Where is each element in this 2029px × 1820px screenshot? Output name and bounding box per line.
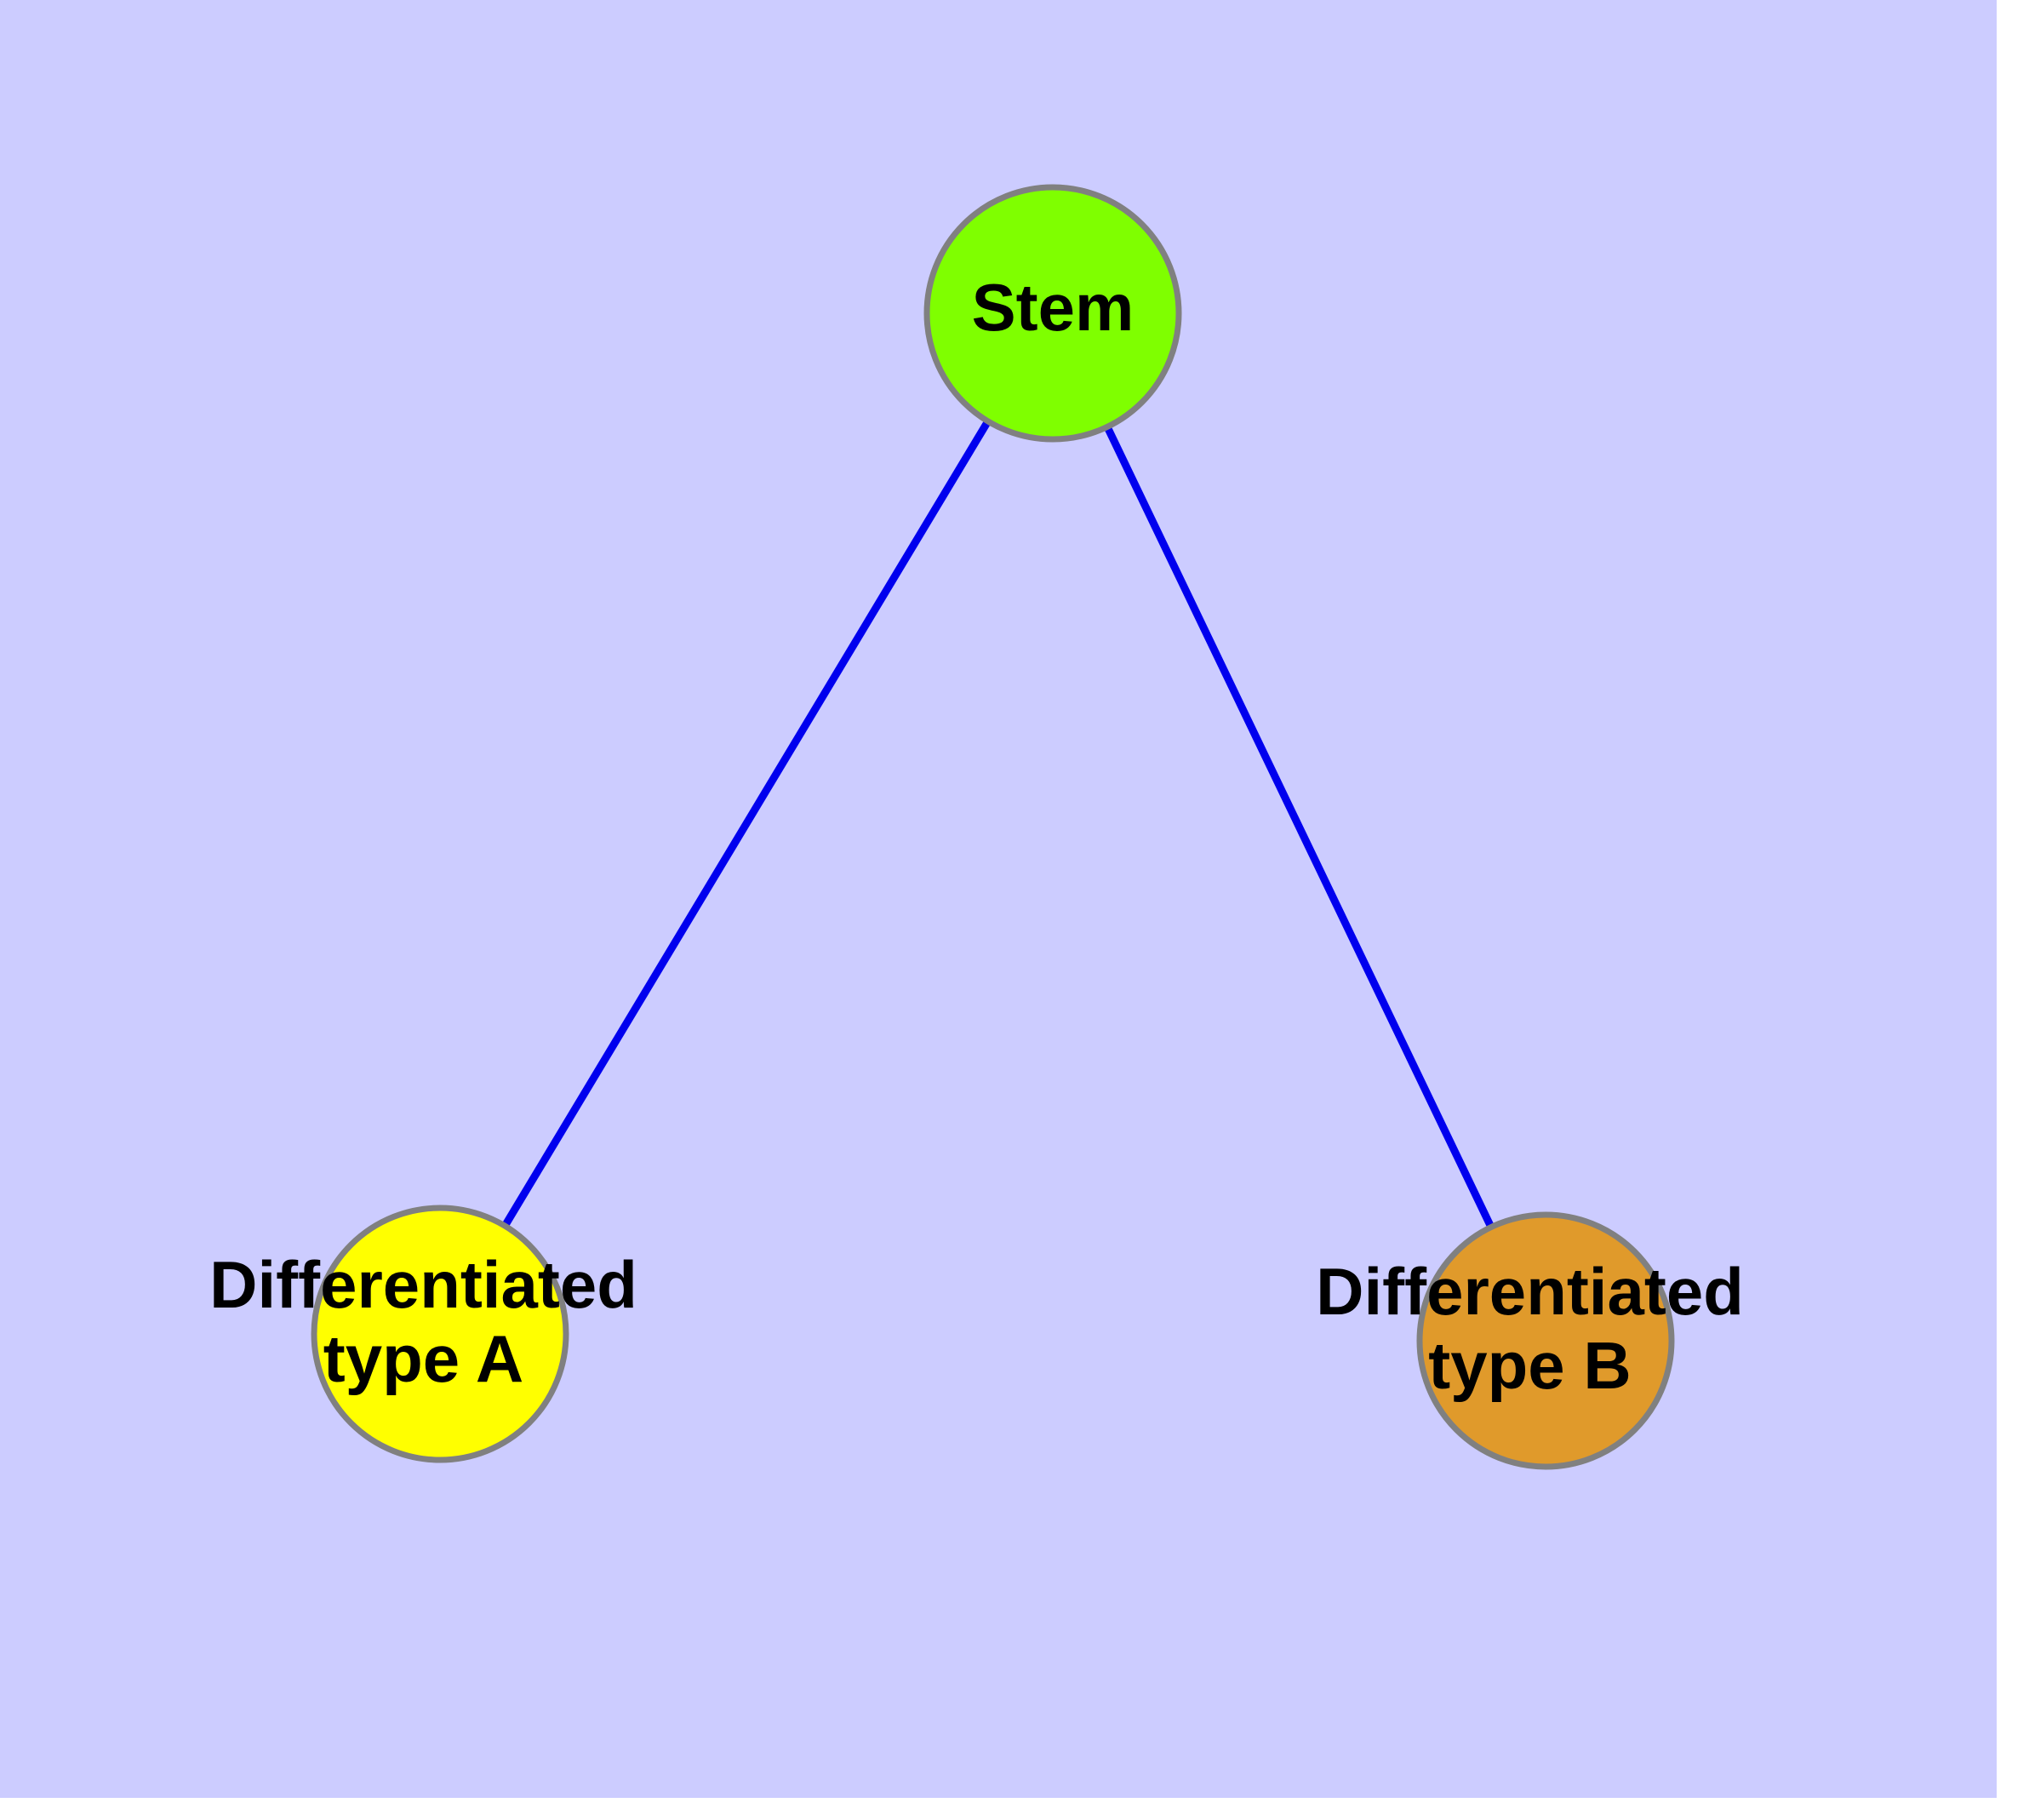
node-diff-b[interactable] [1416,1211,1675,1470]
node-stem[interactable] [923,184,1182,443]
node-layer [311,184,1675,1470]
node-diff-a[interactable] [311,1205,569,1463]
edge-stem-to-diff-a [437,311,1056,1336]
edge-stem-to-diff-b [1049,312,1550,1342]
edge-layer [437,311,1550,1342]
